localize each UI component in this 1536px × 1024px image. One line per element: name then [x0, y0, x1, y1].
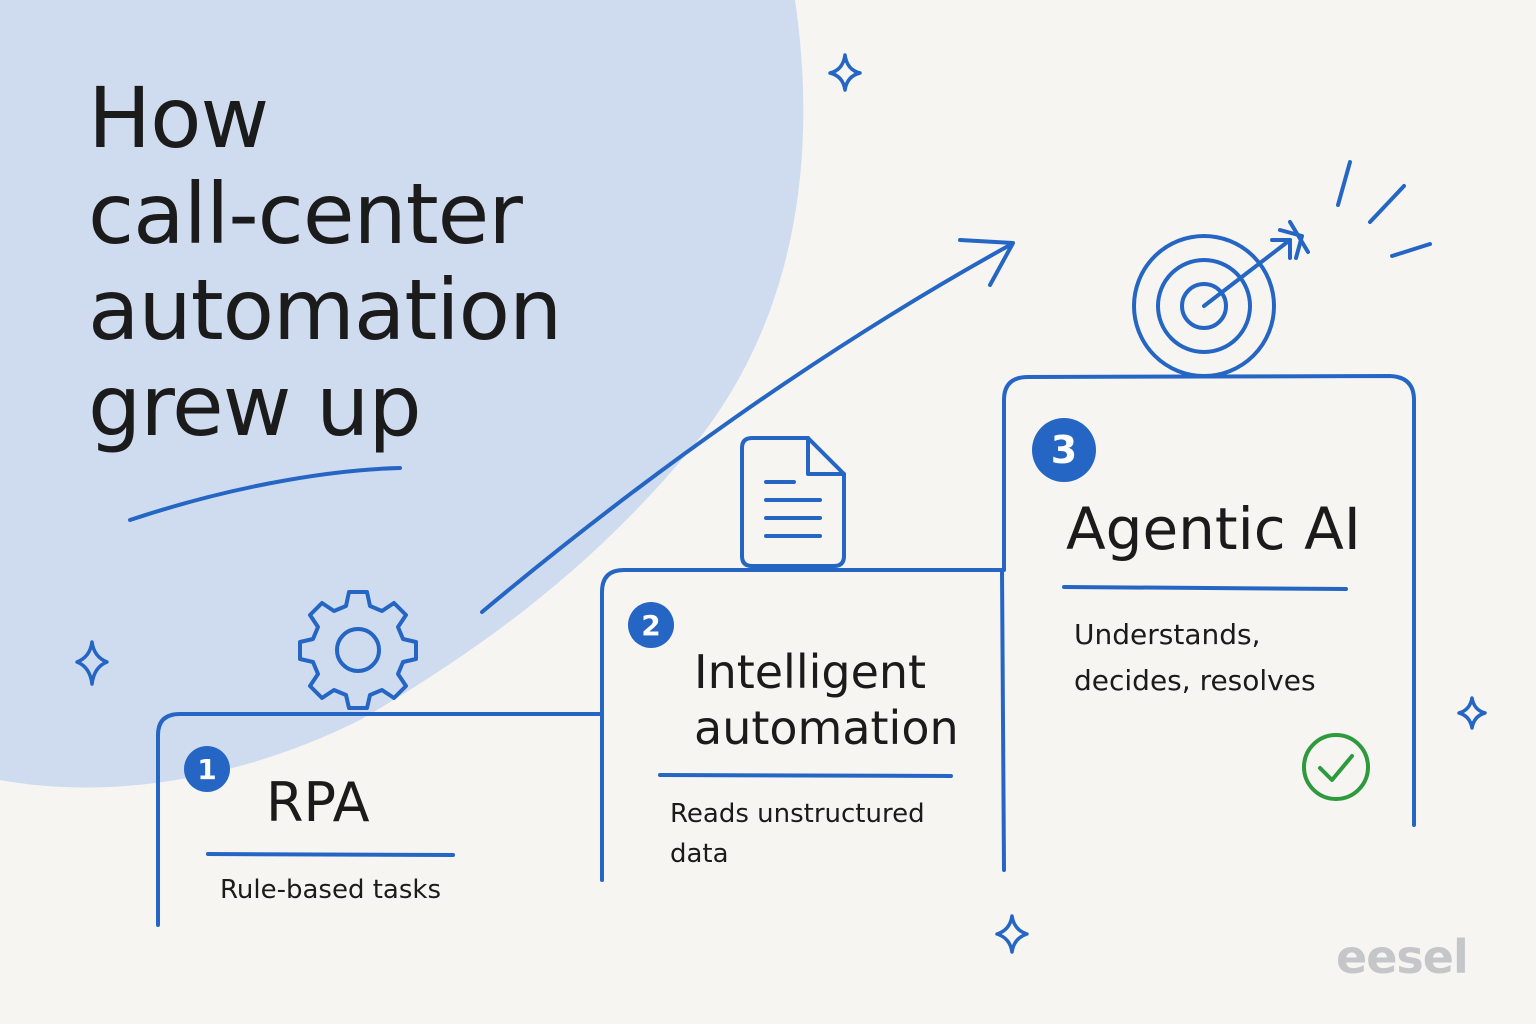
step-1-description: Rule-based tasks [220, 875, 441, 905]
step-3-badge: 3 [1032, 418, 1096, 482]
step-2-underline [658, 773, 953, 778]
step-1-underline [206, 852, 455, 857]
step-1-badge: 1 [184, 746, 230, 792]
step-2-description-line: data [670, 839, 729, 869]
step-3-description-line: decides, resolves [1074, 664, 1316, 697]
title-line: automation [88, 261, 562, 359]
check-icon [1302, 733, 1370, 801]
background-blob [0, 0, 804, 788]
title-line: How [88, 69, 269, 167]
sparkle-icon [1457, 696, 1487, 730]
step-2-title-line: automation [694, 701, 959, 755]
step-2-badge: 2 [628, 602, 674, 648]
step-2-title: Intelligent automation [694, 644, 959, 756]
step-3-title: Agentic AI [1066, 495, 1361, 563]
title-line: grew up [88, 357, 422, 455]
step-2-title-line: Intelligent [694, 645, 927, 699]
step-3-underline [1062, 585, 1348, 591]
step-3-description: Understands, decides, resolves [1074, 612, 1316, 704]
step-1-platform [156, 712, 602, 927]
step-2-description-line: Reads unstructured [670, 799, 925, 829]
page-title: How call-center automation grew up [88, 70, 708, 454]
document-icon [740, 436, 846, 568]
sparkle-icon [75, 640, 109, 686]
gear-icon [298, 590, 418, 710]
step-2-description: Reads unstructured data [670, 794, 925, 874]
step-2-platform [600, 568, 1006, 882]
sparkle-icon [995, 914, 1029, 954]
growth-arrow [480, 238, 1015, 614]
target-icon [1132, 160, 1432, 378]
title-line: call-center [88, 165, 523, 263]
step-3-description-line: Understands, [1074, 618, 1261, 651]
eesel-logo: eesel [1336, 930, 1469, 984]
step-1-title: RPA [266, 771, 370, 834]
title-underline [128, 466, 402, 522]
sparkle-icon [828, 53, 862, 92]
